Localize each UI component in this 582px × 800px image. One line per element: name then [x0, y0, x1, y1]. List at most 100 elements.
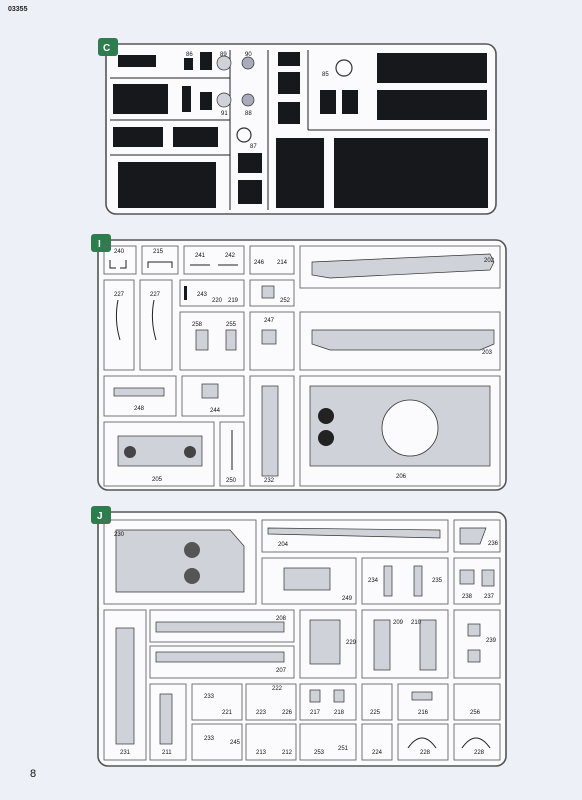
- sprue-j-badge-bg: [91, 506, 111, 524]
- part-bracket: [147, 261, 173, 268]
- part-label: 249: [342, 596, 353, 602]
- part-label: 242: [225, 253, 236, 259]
- part-label: 216: [418, 710, 429, 716]
- part-label: 235: [432, 578, 443, 584]
- part-label: 248: [134, 406, 145, 412]
- part-wheel: [216, 55, 232, 71]
- part-label: 233: [204, 736, 215, 742]
- part-ring: [236, 127, 252, 143]
- part-label: 213: [256, 750, 267, 756]
- part-210: [419, 619, 437, 671]
- hull-side-203: [311, 329, 495, 351]
- part-label: 232: [264, 478, 275, 484]
- part-label: 206: [396, 474, 407, 480]
- part-label: 208: [276, 616, 287, 622]
- part-label: 237: [484, 594, 495, 600]
- part-label: 229: [346, 640, 357, 646]
- part-block: [320, 90, 336, 114]
- part-box: [201, 383, 219, 399]
- part-hook: [461, 737, 491, 749]
- part-box: [261, 329, 277, 345]
- part-label: 245: [230, 740, 241, 746]
- part-249: [283, 567, 331, 591]
- part-box: [195, 329, 209, 351]
- part-block: [113, 84, 168, 114]
- part-label: 211: [162, 750, 172, 756]
- part-block: [184, 58, 193, 70]
- part-label: 204: [278, 542, 289, 548]
- part-block: [278, 102, 300, 124]
- part-label: 209: [393, 620, 404, 626]
- page-number: 8: [30, 768, 37, 780]
- part-cable: [151, 299, 157, 341]
- track-guard-208: [155, 621, 285, 633]
- part-box: [467, 623, 481, 637]
- part-label: 247: [264, 318, 275, 324]
- part-label: 244: [210, 408, 221, 414]
- part-label: 87: [250, 144, 257, 150]
- part-label: 210: [411, 620, 422, 626]
- part-clip: [109, 260, 127, 269]
- part-block: [278, 52, 300, 66]
- part-block: [377, 90, 487, 120]
- part-label: 243: [197, 292, 208, 298]
- part-block: [276, 138, 324, 208]
- sprue-c: C 86 89 90 91 88 87: [98, 38, 497, 215]
- part-label: 233: [204, 694, 215, 700]
- part-label: 253: [314, 750, 325, 756]
- part-209: [373, 619, 391, 671]
- part-229: [309, 619, 341, 665]
- part-label: 91: [221, 111, 228, 117]
- part-label: 240: [114, 249, 125, 255]
- part-label: 250: [226, 478, 237, 484]
- part-block: [377, 53, 487, 83]
- sprue-i-badge-bg: [91, 234, 111, 252]
- part-label: 88: [245, 111, 252, 117]
- part-label: 205: [152, 477, 163, 483]
- part-box: [261, 285, 275, 299]
- part-label: 239: [486, 638, 497, 644]
- sprue-i-badge: I: [98, 239, 101, 250]
- part-label: 207: [276, 668, 287, 674]
- part-label: 85: [322, 72, 329, 78]
- part-strip: [113, 387, 165, 397]
- part-rack: [383, 565, 393, 597]
- part-hook: [407, 737, 437, 749]
- part-beam-232: [261, 385, 279, 477]
- part-label: 89: [220, 52, 227, 58]
- part-label: 203: [482, 350, 493, 356]
- part-box: [467, 649, 481, 663]
- part-label: 218: [334, 710, 345, 716]
- part-label: 224: [372, 750, 383, 756]
- part-label: 227: [114, 292, 125, 298]
- part-rack: [413, 565, 423, 597]
- hull-side-202: [311, 253, 495, 279]
- part-disc: [241, 56, 255, 70]
- part-label: 258: [192, 322, 203, 328]
- part-block: [278, 72, 300, 94]
- part-cable: [115, 299, 121, 341]
- part-label: 223: [256, 710, 267, 716]
- part-label: 246: [254, 260, 265, 266]
- part-label: 217: [310, 710, 321, 716]
- part-block: [118, 55, 156, 67]
- part-label: 214: [277, 260, 288, 266]
- part-label: 90: [245, 52, 252, 58]
- upper-hull-230: [115, 529, 245, 593]
- part-block: [342, 90, 358, 114]
- part-231: [115, 627, 135, 745]
- part-block: [200, 92, 212, 110]
- part-block: [238, 180, 262, 204]
- part-block: [334, 138, 488, 208]
- sprue-j-badge: J: [97, 511, 103, 522]
- part-block: [113, 127, 163, 147]
- part-label: 255: [226, 322, 237, 328]
- part-label: 221: [222, 710, 233, 716]
- part-label: 212: [282, 750, 293, 756]
- part-block: [118, 162, 216, 208]
- part-label: 215: [153, 249, 164, 255]
- part-box: [459, 569, 475, 585]
- part-label: 225: [370, 710, 381, 716]
- part-label: 256: [470, 710, 481, 716]
